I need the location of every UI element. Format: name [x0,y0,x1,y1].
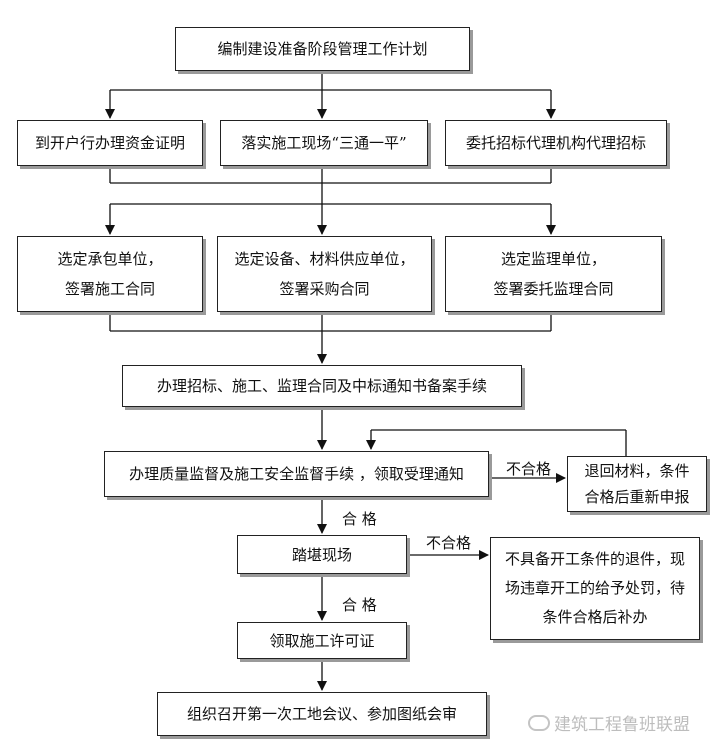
node-site-survey: 踏堪现场 [237,535,407,574]
node-management-plan-text: 编制建设准备阶段管理工作计划 [217,40,428,58]
node-fund-certificate: 到开户行办理资金证明 [17,120,203,166]
node-site-preparation: 落实施工现场“三通一平” [220,120,428,166]
node-quality-supervision: 办理质量监督及施工安全监督手续 ，领取受理通知 [104,451,489,497]
node-management-plan: 编制建设准备阶段管理工作计划 [175,27,470,71]
node-select-contractor-line1: 选定承包单位， [57,250,163,268]
node-penalty-notice-line2: 场违章开工的给予处罚，待 [504,579,685,597]
node-penalty-notice-line1: 不具备开工条件的退件，现 [504,550,685,568]
node-contract-filing: 办理招标、施工、监理合同及中标通知书备案手续 [122,365,522,407]
node-construction-permit: 领取施工许可证 [237,622,407,659]
node-select-contractor: 选定承包单位， 签署施工合同 [17,236,203,312]
label-pass-survey: 合 格 [342,596,377,614]
node-return-materials-line2: 合格后重新申报 [584,488,690,506]
node-return-materials-line1: 退回材料，条件 [584,462,690,480]
watermark-text: 建筑工程鲁班联盟 [554,715,690,735]
node-site-survey-text: 踏堪现场 [291,545,352,564]
node-return-materials: 退回材料，条件 合格后重新申报 [567,456,707,512]
node-penalty-notice: 不具备开工条件的退件，现 场违章开工的给予处罚，待 条件合格后补办 [490,537,700,640]
label-pass-quality: 合 格 [342,510,377,528]
node-select-supplier-line2: 签署采购合同 [279,280,370,298]
node-select-supplier: 选定设备、材料供应单位， 签署采购合同 [217,236,432,312]
node-select-supervisor-line1: 选定监理单位， [500,250,606,268]
label-fail-quality: 不合格 [506,460,552,478]
node-first-site-meeting-text: 组织召开第一次工地会议、参加图纸会审 [186,705,457,723]
node-select-supervisor: 选定监理单位， 签署委托监理合同 [445,236,662,312]
node-select-contractor-line2: 签署施工合同 [64,280,155,298]
node-bidding-agency-text: 委托招标代理机构代理招标 [465,134,646,152]
node-contract-filing-text: 办理招标、施工、监理合同及中标通知书备案手续 [156,377,487,395]
watermark: 建筑工程鲁班联盟 [528,710,690,735]
node-select-supervisor-line2: 签署委托监理合同 [493,280,614,298]
wechat-icon [528,714,550,731]
node-quality-supervision-text: 办理质量监督及施工安全监督手续 ，领取受理通知 [129,465,464,483]
node-site-preparation-text: 落实施工现场“三通一平” [241,134,407,152]
node-fund-certificate-text: 到开户行办理资金证明 [34,134,185,152]
node-first-site-meeting: 组织召开第一次工地会议、参加图纸会审 [157,692,487,736]
node-select-supplier-line1: 选定设备、材料供应单位， [234,250,415,268]
label-fail-survey: 不合格 [426,534,472,552]
node-bidding-agency: 委托招标代理机构代理招标 [445,120,667,166]
node-construction-permit-text: 领取施工许可证 [269,631,375,650]
node-penalty-notice-line3: 条件合格后补办 [542,608,648,626]
